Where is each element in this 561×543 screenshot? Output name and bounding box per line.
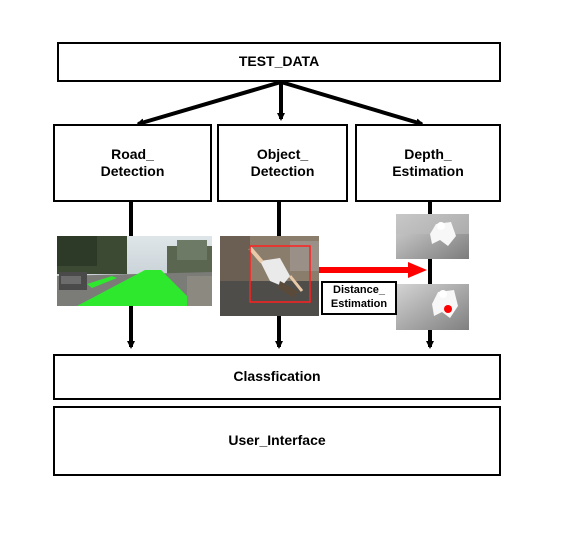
test-data-label: TEST_DATA [238, 53, 320, 70]
classification-box: Classfication [53, 354, 501, 400]
user-interface-label: User_Interface [228, 432, 326, 449]
object-image [220, 236, 319, 316]
depth-estimation-label: Depth_ Estimation [392, 145, 464, 180]
classification-label: Classfication [233, 368, 321, 385]
user-interface-box: User_Interface [53, 406, 501, 476]
test-data-box: TEST_DATA [57, 42, 501, 82]
bounding-box [249, 245, 311, 303]
distance-estimation-label: Distance_ Estimation [330, 284, 388, 310]
object-detection-label: Object_ Detection [250, 145, 315, 180]
object-detection-box: Object_ Detection [217, 124, 348, 202]
arrow-to-road [136, 80, 282, 127]
arrow-to-depth [280, 80, 424, 127]
depth-estimation-box: Depth_ Estimation [355, 124, 501, 202]
depth-marker [444, 305, 452, 313]
road-detection-label: Road_ Detection [100, 145, 165, 180]
road-detection-box: Road_ Detection [53, 124, 212, 202]
red-arrow-head [408, 262, 427, 278]
depth-map-top [396, 214, 469, 259]
depth-map-bottom [396, 284, 469, 330]
distance-estimation-box: Distance_ Estimation [321, 281, 397, 315]
road-image [57, 236, 212, 306]
